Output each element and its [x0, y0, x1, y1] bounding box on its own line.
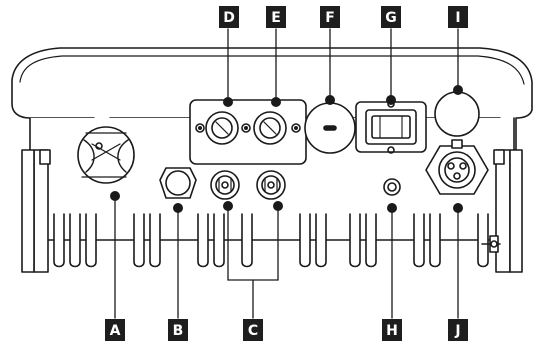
label-tags: D E F G I A B C — [105, 6, 468, 341]
small-ground-point-icon — [383, 178, 401, 196]
heat-sink-fin — [213, 213, 225, 268]
heat-sink-fin — [149, 213, 161, 268]
label-tag-c: C — [243, 319, 263, 341]
heat-sink-fin — [349, 213, 361, 268]
rotary-dc-switch-icon — [77, 126, 135, 184]
blank-cover-icon — [434, 91, 480, 137]
round-gland-port-e-icon — [253, 111, 287, 145]
leader-dot-d — [223, 97, 233, 107]
heat-sink-fin — [241, 213, 253, 268]
label-h: H — [386, 323, 398, 339]
label-tag-g: G — [381, 6, 401, 28]
heat-sink-fin — [85, 213, 97, 268]
heat-sink-fin — [315, 213, 327, 268]
label-tag-d: D — [219, 6, 239, 28]
label-tag-j: J — [448, 319, 468, 341]
leader-dot-j — [453, 203, 463, 213]
heat-sink-fin — [69, 213, 81, 268]
heat-sink-fin — [133, 213, 145, 268]
leader-dot-h — [387, 203, 397, 213]
label-tag-h: H — [382, 319, 402, 341]
label-j: J — [454, 323, 460, 339]
leader-dot-i — [453, 85, 463, 95]
right-screw-icon — [481, 235, 501, 253]
label-a: A — [110, 323, 121, 339]
leader-dot-g — [386, 95, 396, 105]
heat-sink-fin — [299, 213, 311, 268]
heat-sink-fin — [429, 213, 441, 268]
heat-sink-fin — [197, 213, 209, 268]
heat-sink-fin — [413, 213, 425, 268]
label-b: B — [173, 323, 184, 339]
heat-sink-fin — [477, 213, 489, 268]
blanking-plug-icon — [159, 167, 197, 199]
heat-sink-fin — [365, 213, 377, 268]
leader-dot-e — [271, 97, 281, 107]
label-tag-a: A — [105, 319, 125, 341]
label-d: D — [223, 10, 235, 26]
right-mounting-bracket — [493, 149, 523, 273]
label-f: F — [325, 10, 335, 26]
label-tag-f: F — [320, 6, 340, 28]
leader-dot-f — [325, 95, 335, 105]
label-tag-i: I — [448, 6, 468, 28]
label-tag-b: B — [168, 319, 188, 341]
heat-sink-fin — [53, 213, 65, 268]
label-c: C — [248, 323, 258, 339]
pv-input-connector-pair-icon — [210, 170, 286, 200]
label-tag-e: E — [266, 6, 286, 28]
leader-dot-c1 — [223, 201, 233, 211]
label-e: E — [271, 10, 281, 26]
covered-port-icon — [304, 102, 356, 154]
ac-output-connector-icon — [425, 139, 489, 195]
leader-dot-a — [110, 191, 120, 201]
left-mounting-bracket — [21, 149, 51, 273]
leader-dot-c2 — [273, 201, 283, 211]
label-g: G — [385, 10, 397, 26]
heat-sink-fins — [53, 213, 489, 268]
round-gland-port-d-icon — [205, 111, 239, 145]
rectangular-communication-port-icon — [355, 100, 427, 154]
leader-dot-b — [173, 203, 183, 213]
leader-lines — [110, 28, 463, 319]
label-i: I — [455, 10, 460, 26]
